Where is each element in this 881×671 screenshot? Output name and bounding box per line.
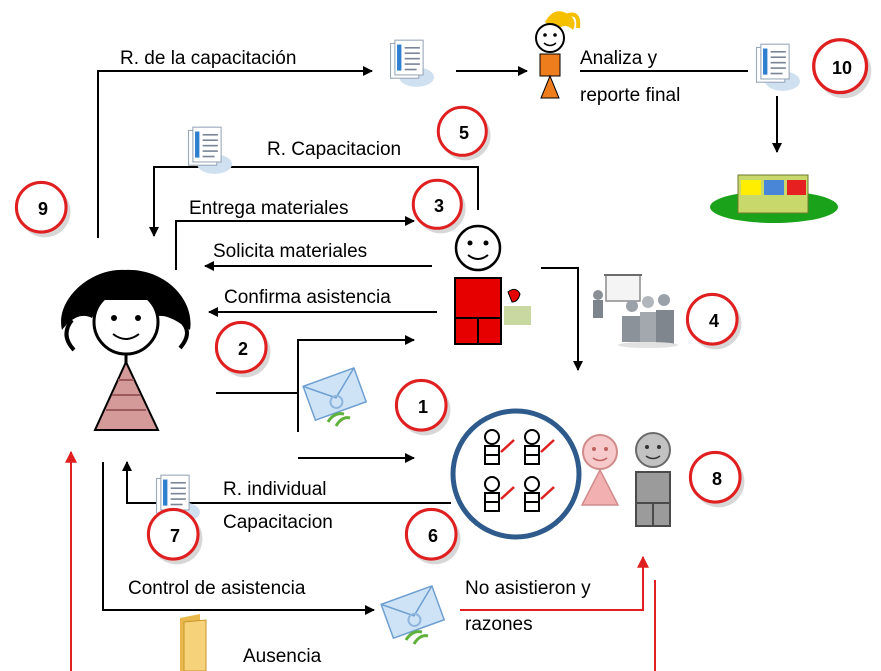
red-connectors — [65, 450, 656, 671]
label-r-individual: R. individual — [223, 479, 327, 500]
svg-text:8: 8 — [712, 469, 722, 489]
step-badge-10: 10 — [812, 38, 873, 100]
step-badge-9: 9 — [14, 180, 73, 239]
arrow-r-capacitacion-top — [97, 66, 373, 238]
folder-icon — [180, 614, 207, 671]
svg-text:9: 9 — [38, 199, 48, 219]
svg-text:2: 2 — [238, 339, 248, 359]
participant-gray-figure — [635, 432, 671, 527]
svg-text:10: 10 — [832, 58, 852, 78]
svg-text:1: 1 — [418, 397, 428, 417]
label-entrega-materiales: Entrega materiales — [189, 198, 348, 219]
label-confirma-asistencia: Confirma asistencia — [224, 287, 391, 308]
final-report-figure — [710, 174, 838, 223]
svg-text:4: 4 — [709, 311, 719, 331]
analyst-figure — [535, 11, 581, 99]
label-solicita-materiales: Solicita materiales — [213, 241, 367, 262]
label-ausencia: Ausencia — [243, 646, 322, 667]
label-r-capacitacion: R. Capacitacion — [267, 139, 401, 160]
instructor-figure — [454, 224, 531, 345]
svg-text:3: 3 — [434, 196, 444, 216]
red-arrow-no-asistieron — [460, 555, 649, 611]
step-badge-6: 6 — [404, 507, 463, 566]
step-badge-3: 3 — [411, 178, 468, 235]
envelope-icon — [379, 584, 446, 646]
step-badge-2: 2 — [214, 320, 273, 379]
arrow-entrega-materiales — [175, 216, 415, 270]
label-razones: razones — [465, 614, 533, 635]
label-reporte-final: reporte final — [580, 85, 680, 106]
arrow-r-capacitacion — [149, 166, 479, 237]
arrow-to-instructor — [297, 335, 415, 432]
label-analiza: Analiza y — [580, 48, 658, 69]
envelope-icon — [301, 366, 368, 428]
coordinator-figure — [61, 269, 191, 431]
arrow-r-individual — [122, 461, 451, 504]
step-badge-4: 4 — [685, 292, 744, 351]
document-icon — [755, 43, 800, 92]
label-capacitacion: Capacitacion — [223, 512, 333, 533]
step-badge-5: 5 — [436, 105, 493, 162]
svg-text:7: 7 — [170, 526, 180, 546]
presentation-icon — [593, 274, 678, 348]
participants-group — [450, 408, 582, 540]
arrow-to-participants — [541, 267, 583, 371]
connectors — [97, 66, 782, 615]
step-badge-1: 1 — [394, 378, 453, 437]
svg-text:6: 6 — [428, 526, 438, 546]
label-no-asistieron: No asistieron y — [465, 578, 591, 599]
participant-pink-figure — [580, 434, 620, 506]
step-badge-8: 8 — [688, 450, 747, 509]
document-icon — [389, 39, 434, 88]
label-control-asistencia: Control de asistencia — [128, 578, 306, 599]
step-badge-7: 7 — [146, 507, 205, 566]
svg-text:5: 5 — [459, 123, 469, 143]
arrow-control-asistencia — [102, 462, 375, 615]
label-r-capacitacion-top: R. de la capacitación — [120, 48, 296, 69]
